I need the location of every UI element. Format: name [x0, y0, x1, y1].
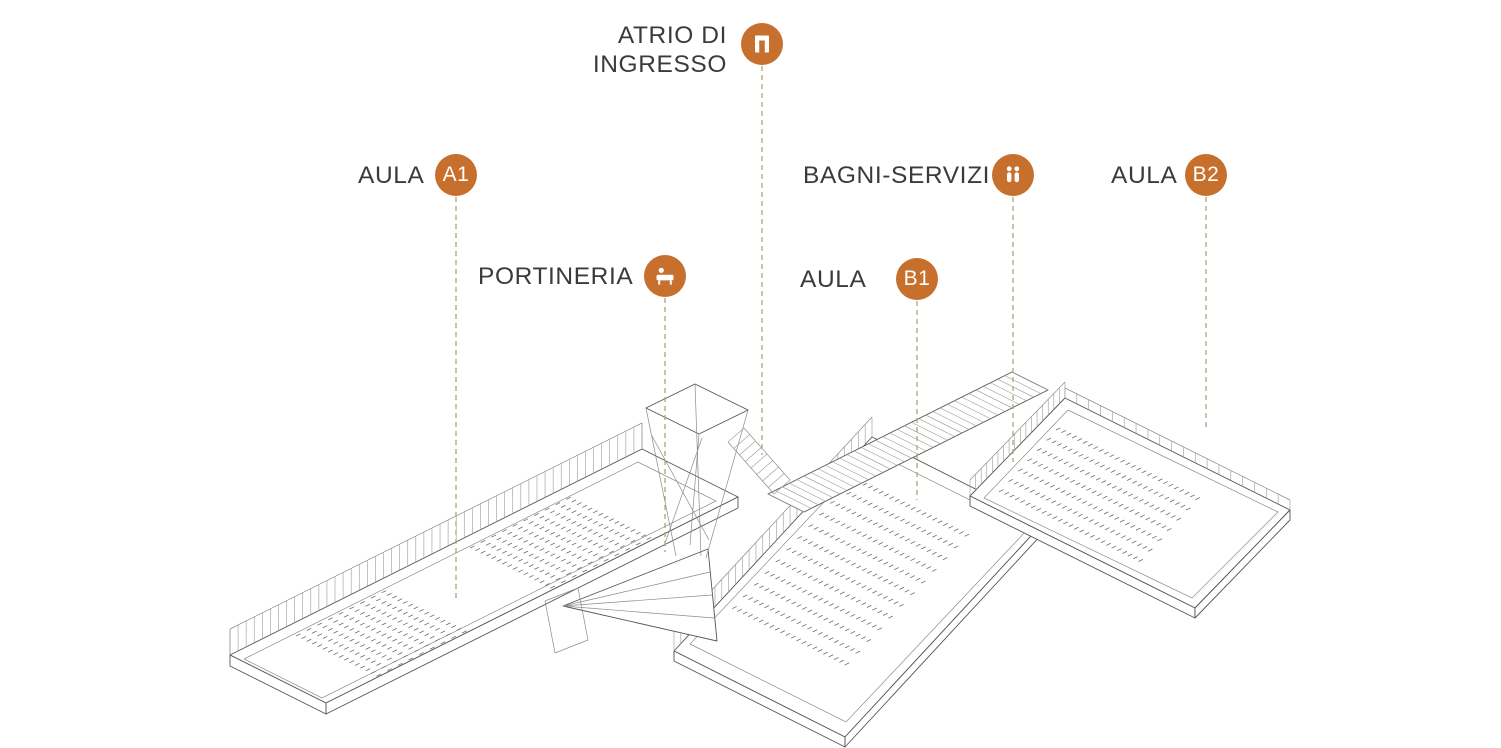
label-atrio-line2: INGRESSO [592, 51, 727, 78]
atrio-marker [741, 23, 783, 65]
badge-b1: B1 [896, 258, 938, 300]
desk-icon [653, 264, 677, 288]
door-icon [750, 32, 774, 56]
label-bagni-servizi: BAGNI-SERVIZI [803, 162, 991, 189]
bagni-marker [992, 154, 1034, 196]
label-aula-a1: AULA [358, 162, 425, 189]
portineria-marker [644, 255, 686, 297]
label-atrio-di-ingresso: ATRIO DI INGRESSO [593, 21, 727, 79]
label-portineria: PORTINERIA [478, 263, 634, 290]
people-icon [1001, 163, 1025, 187]
badge-b2: B2 [1185, 154, 1227, 196]
label-atrio-line1: ATRIO DI [617, 22, 727, 49]
badge-a1: A1 [435, 154, 477, 196]
label-aula-b1: AULA [800, 266, 867, 293]
label-aula-b2: AULA [1111, 162, 1178, 189]
